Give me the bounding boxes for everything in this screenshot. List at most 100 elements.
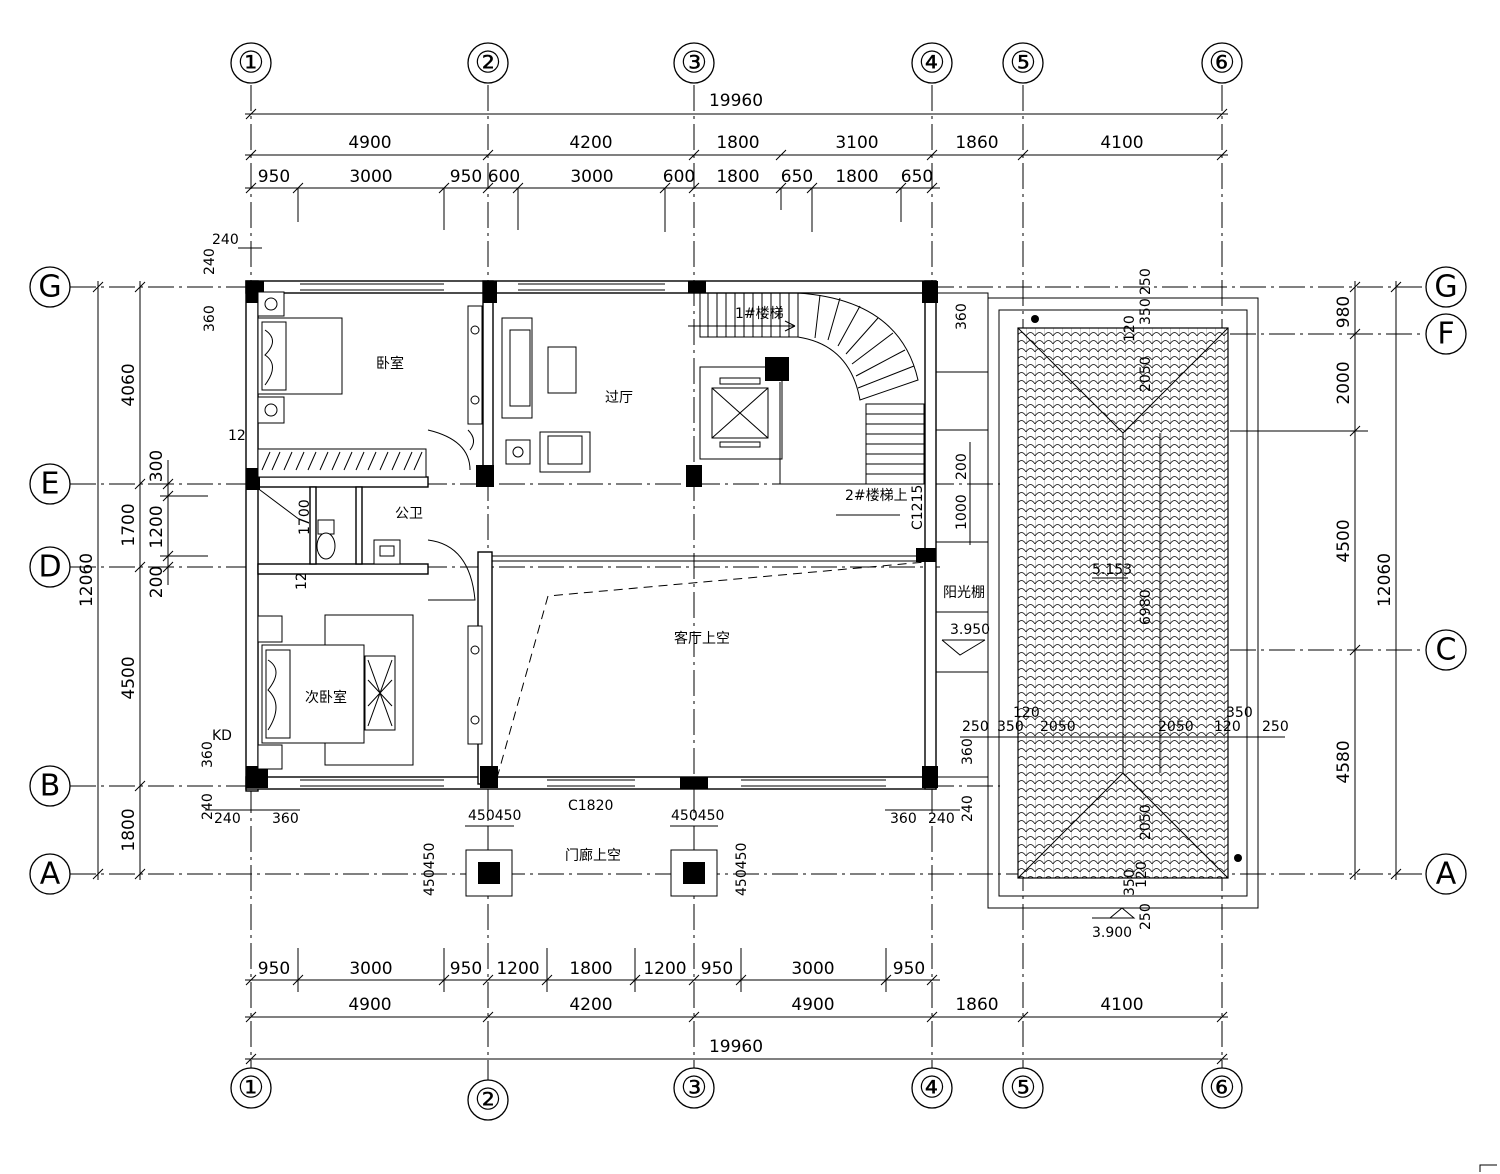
- roof-dim: 120: [1122, 315, 1138, 342]
- room-label-porch-void: 门廊上空: [565, 847, 621, 864]
- dim-note: 240: [202, 248, 218, 275]
- axis-label: A: [40, 857, 61, 892]
- dim-left-inner: 200: [147, 566, 167, 598]
- dim-note: 200: [954, 453, 970, 480]
- roof-dim: 250: [962, 719, 989, 735]
- living-void: [496, 561, 926, 779]
- stair-2: 2#楼梯上: [779, 382, 925, 516]
- roof-dim: 2050: [1040, 719, 1076, 735]
- dim-note: 240: [214, 811, 241, 827]
- axis-bubbles-left: G E D B A: [29, 266, 71, 895]
- dim-top-fine: 3000: [570, 167, 613, 187]
- window-tag: C1820: [568, 798, 613, 814]
- dim-bottom-fine: 1200: [496, 959, 539, 979]
- dim-bottom-fine: 1800: [569, 959, 612, 979]
- axis-label: ④: [919, 46, 946, 81]
- axis-label: G: [1434, 270, 1457, 305]
- axis-label: D: [38, 550, 61, 585]
- dim-right-seg: 4580: [1334, 740, 1354, 783]
- dim-note: 450450: [422, 843, 438, 896]
- dim-left-seg: 1800: [119, 808, 139, 851]
- slope-mark: 5.153: [1092, 562, 1132, 578]
- level-mark: 3.900: [1092, 925, 1132, 941]
- axis-label: ⑥: [1209, 46, 1236, 81]
- room-label-wc: 公卫: [395, 506, 423, 522]
- axis-label: ⑥: [1209, 1071, 1236, 1106]
- dim-note: 240: [928, 811, 955, 827]
- dim-top-fine: 950: [450, 167, 482, 187]
- dim-top-fine: 650: [901, 167, 933, 187]
- room-label-second-bedroom: 次卧室: [305, 689, 347, 706]
- dim-right-seg: 2000: [1334, 361, 1354, 404]
- roof-dim: 350: [997, 719, 1024, 735]
- dim-left-seg: 4060: [119, 363, 139, 406]
- roof-dim: 350: [1122, 869, 1138, 896]
- axis-label: ②: [475, 1083, 502, 1118]
- roof-dim: 2050: [1138, 804, 1154, 840]
- axis-label: ②: [475, 46, 502, 81]
- dim-top-total: 19960: [709, 91, 763, 111]
- dim-note: 450450: [468, 808, 521, 824]
- roof-dim: 2050: [1158, 719, 1194, 735]
- roof-dim: 250: [1138, 903, 1154, 930]
- axis-label: G: [38, 270, 61, 305]
- dim-note: 360: [890, 811, 917, 827]
- room-label-living-void: 客厅上空: [674, 630, 730, 647]
- room-label-stair-2: 2#楼梯上: [845, 488, 908, 504]
- dim-note: 1700: [297, 499, 313, 535]
- dim-note: 360: [960, 738, 976, 765]
- room-labels: 卧室 过厅 次卧室 客厅上空: [305, 355, 730, 706]
- level-mark: 3.950: [950, 622, 990, 638]
- dim-right-seg: 980: [1334, 296, 1354, 328]
- roof-dim: 120: [1134, 861, 1150, 888]
- room-label-bedroom: 卧室: [376, 355, 404, 372]
- dim-top-mid: 4200: [569, 133, 612, 153]
- roof-plan: 5.153 6980 250 350 120 2050 2050 250 350…: [960, 268, 1289, 941]
- dim-note: 450450: [734, 843, 750, 896]
- dim-left-inner: 300: [147, 450, 167, 482]
- dim-note: 240: [212, 232, 239, 248]
- dim-left-seg: 4500: [119, 656, 139, 699]
- axis-bubbles-right: G F C A: [1425, 266, 1467, 895]
- walls: [245, 280, 938, 792]
- dim-note: 1000: [954, 494, 970, 530]
- dim-note: KD: [212, 728, 232, 744]
- dim-top-fine: 1800: [716, 167, 759, 187]
- room-label-hall: 过厅: [605, 390, 633, 406]
- dim-top-mid: 1860: [955, 133, 998, 153]
- sunroom: 3.950 阳光棚: [935, 292, 990, 778]
- axis-label: ①: [238, 1071, 265, 1106]
- dim-right-total: 12060: [1375, 553, 1395, 607]
- dim-bottom-total: 19960: [709, 1037, 763, 1057]
- porch-columns: 门廊上空: [465, 847, 718, 897]
- dim-top-fine: 600: [488, 167, 520, 187]
- dim-top-mid: 4900: [348, 133, 391, 153]
- dim-top-fine: 950: [258, 167, 290, 187]
- dim-note: 360: [272, 811, 299, 827]
- dim-bottom-fine: 950: [258, 959, 290, 979]
- roof-dim: 350: [1226, 705, 1253, 721]
- axis-label: E: [41, 467, 60, 502]
- roof-dim: 250: [1138, 268, 1154, 295]
- dim-bottom-mid: 4100: [1100, 995, 1143, 1015]
- stair-1: 1#楼梯: [688, 292, 919, 401]
- roof-dim: 120: [1214, 719, 1241, 735]
- axis-label: ④: [919, 1071, 946, 1106]
- axis-label: F: [1437, 317, 1454, 352]
- roof-dim: 120: [1013, 705, 1040, 721]
- dim-bottom-mid: 4900: [791, 995, 834, 1015]
- dim-top-mid: 3100: [835, 133, 878, 153]
- dim-bottom-fine: 950: [701, 959, 733, 979]
- dimension-bottom: 950 3000 950 1200 1800 1200 950 3000 950…: [245, 948, 1228, 1065]
- roof-dim: 350: [1138, 298, 1154, 325]
- dim-left-total: 12060: [77, 553, 97, 607]
- dim-right-seg: 4500: [1334, 519, 1354, 562]
- elevator: [699, 366, 783, 460]
- dim-left-inner: 1200: [147, 505, 167, 548]
- dim-note: 360: [202, 305, 218, 332]
- dimension-top: 19960 4900 4200 1800 3100 1860 4100: [245, 91, 1228, 232]
- dimension-right: 12060 980 2000 4500 4580: [1230, 281, 1402, 880]
- dim-bottom-mid: 4900: [348, 995, 391, 1015]
- dim-top-fine: 650: [781, 167, 813, 187]
